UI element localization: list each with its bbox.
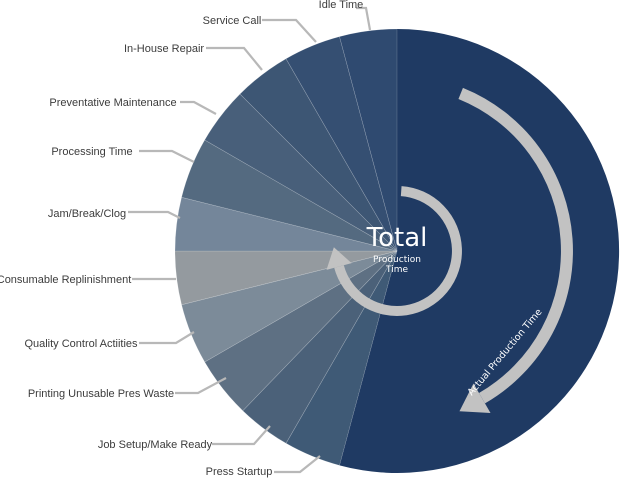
inner-arrow-head [326, 247, 352, 270]
segment-label: Processing Time [51, 146, 132, 158]
segment-label: Press Startup [206, 466, 273, 478]
segment-label: Jam/Break/Clog [48, 208, 126, 220]
segment-label: Printing Unusable Pres Waste [28, 388, 174, 400]
leader-line [180, 100, 217, 115]
center-subtitle-line1: Production [373, 255, 421, 265]
segment-label: Consumable Replinishment [0, 274, 131, 286]
segment-in-house-repair [239, 58, 398, 252]
segment-label: Service Call [203, 15, 262, 27]
leader-line [175, 377, 227, 395]
leader-line [128, 210, 181, 219]
actual-production-time-segment [339, 28, 620, 473]
leader-line [139, 331, 195, 345]
leader-line [139, 149, 195, 163]
segment-service-call [285, 36, 398, 252]
segment-idle-time [339, 28, 398, 252]
outer-arrow-head [459, 383, 491, 413]
inner-arrow-arc [334, 186, 462, 316]
segment-preventative-maintenance [204, 93, 398, 252]
segment-label: Job Setup/Make Ready [98, 439, 213, 451]
leader-line [274, 455, 321, 474]
segment-label: Quality Control Actiities [24, 338, 138, 350]
segment-label: Preventative Maintenance [49, 97, 176, 109]
center-subtitle-line2: Time [385, 265, 408, 275]
leader-line [356, 6, 372, 31]
outer-arrow-arc [458, 87, 573, 404]
leader-line [212, 425, 271, 446]
segment-label: Idle Time [319, 0, 364, 11]
center-title: Total [366, 223, 428, 253]
leader-line [206, 46, 263, 71]
segment-label: In-House Repair [124, 43, 204, 55]
segment-processing-time [181, 139, 398, 252]
segment-jam-break-clog [174, 196, 398, 252]
leader-line [262, 18, 317, 43]
